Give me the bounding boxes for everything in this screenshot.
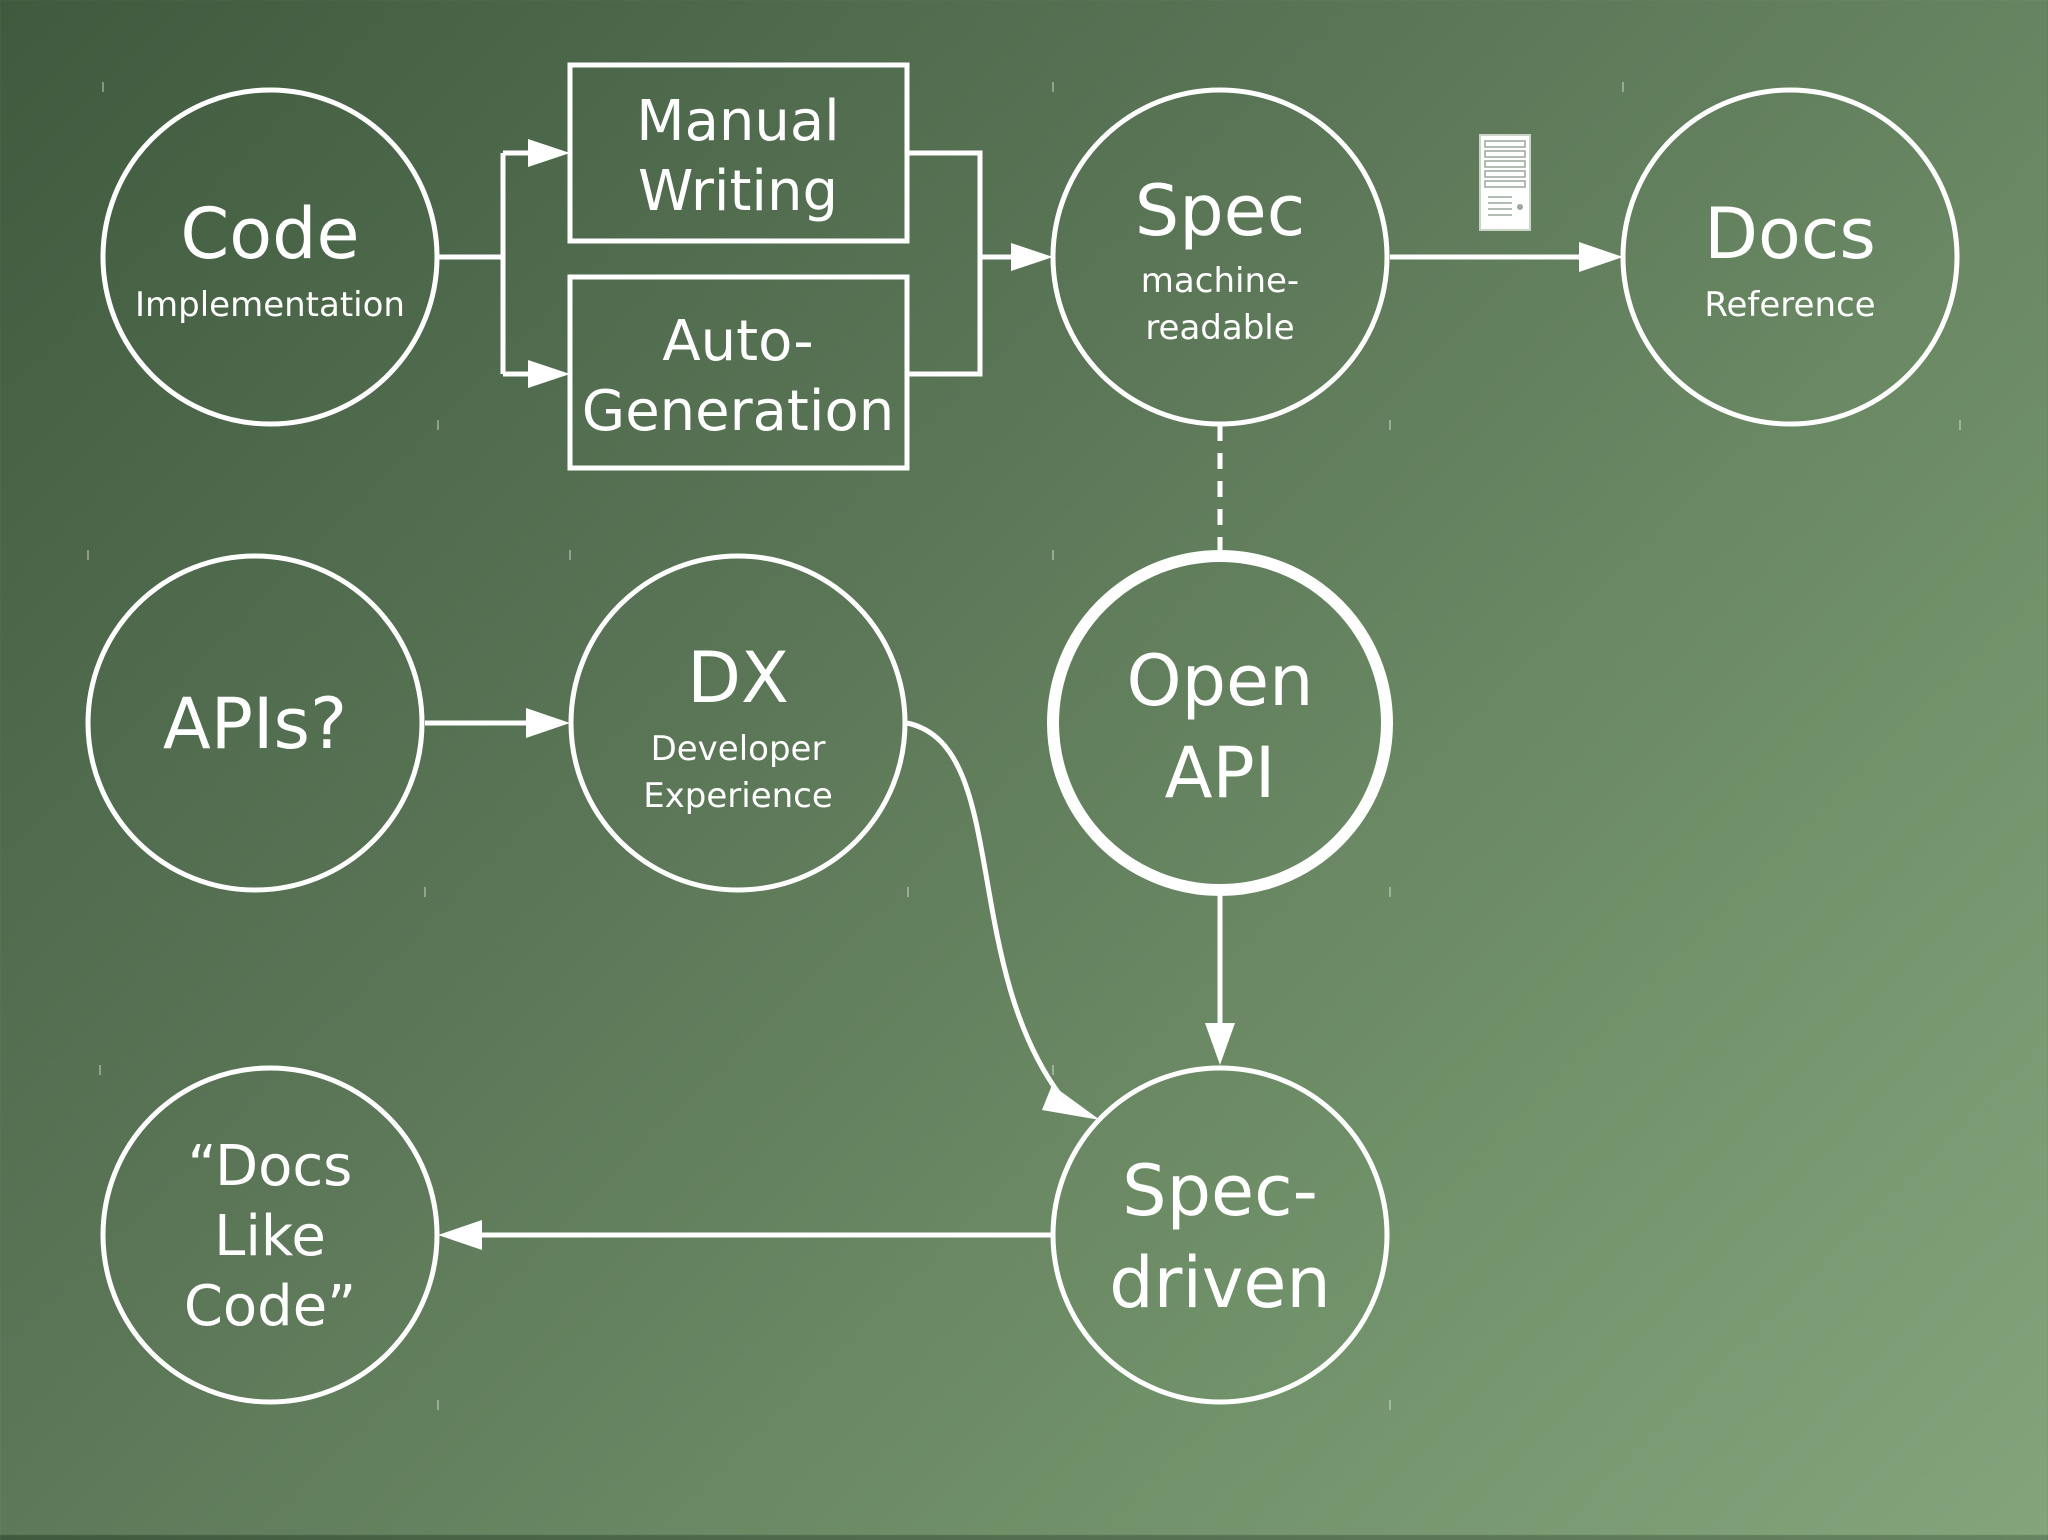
node-spec: Spec machine- readable (1050, 87, 1390, 427)
node-auto-generation: Auto- Generation (567, 274, 910, 471)
edge-dx-to-specdriven (906, 720, 1100, 1120)
node-dlc-line1: “Docs (188, 1134, 353, 1199)
edge-openapi-to-specdriven (1205, 895, 1235, 1065)
node-apis: APIs? (85, 553, 425, 893)
node-code-subtitle: Implementation (135, 285, 405, 325)
node-dx-sub1: Developer (651, 729, 826, 769)
node-manual-writing: Manual Writing (567, 62, 910, 244)
node-dlc-line2: Like (214, 1204, 326, 1269)
server-icon (1479, 134, 1531, 231)
node-openapi-line2: API (1165, 732, 1276, 814)
node-spec-sub2: readable (1145, 308, 1294, 348)
node-docs-subtitle: Reference (1704, 285, 1875, 325)
node-docs-like-code: “Docs Like Code” (100, 1065, 440, 1405)
node-dx: DX Developer Experience (568, 553, 908, 893)
node-spec-title: Spec (1135, 170, 1305, 252)
node-apis-title: APIs? (163, 683, 347, 765)
node-docs-title: Docs (1704, 193, 1876, 275)
node-manual-line2: Writing (638, 159, 838, 224)
node-dlc-line3: Code” (184, 1274, 356, 1339)
node-dx-title: DX (687, 637, 789, 719)
edge-specdriven-to-docslikecode (438, 1220, 1053, 1250)
node-docs: Docs Reference (1620, 87, 1960, 427)
node-auto-line2: Generation (582, 379, 894, 444)
node-specdriven-line1: Spec- (1122, 1150, 1318, 1232)
node-spec-sub1: machine- (1141, 261, 1299, 301)
edge-code-to-manual-and-auto (438, 139, 570, 388)
guide-ticks (87, 82, 1961, 1410)
node-code-title: Code (180, 193, 359, 275)
node-spec-driven: Spec- driven (1050, 1065, 1390, 1405)
node-openapi: Open API (1047, 550, 1393, 896)
node-code: Code Implementation (100, 87, 440, 427)
node-manual-line1: Manual (636, 89, 840, 154)
node-specdriven-line2: driven (1109, 1242, 1331, 1324)
edge-spec-to-docs (1390, 242, 1623, 272)
edge-manual-and-auto-to-spec (907, 150, 1053, 377)
node-auto-line1: Auto- (662, 309, 813, 374)
edge-apis-to-dx (425, 708, 570, 738)
node-dx-sub2: Experience (643, 776, 833, 816)
node-openapi-line1: Open (1127, 640, 1314, 722)
